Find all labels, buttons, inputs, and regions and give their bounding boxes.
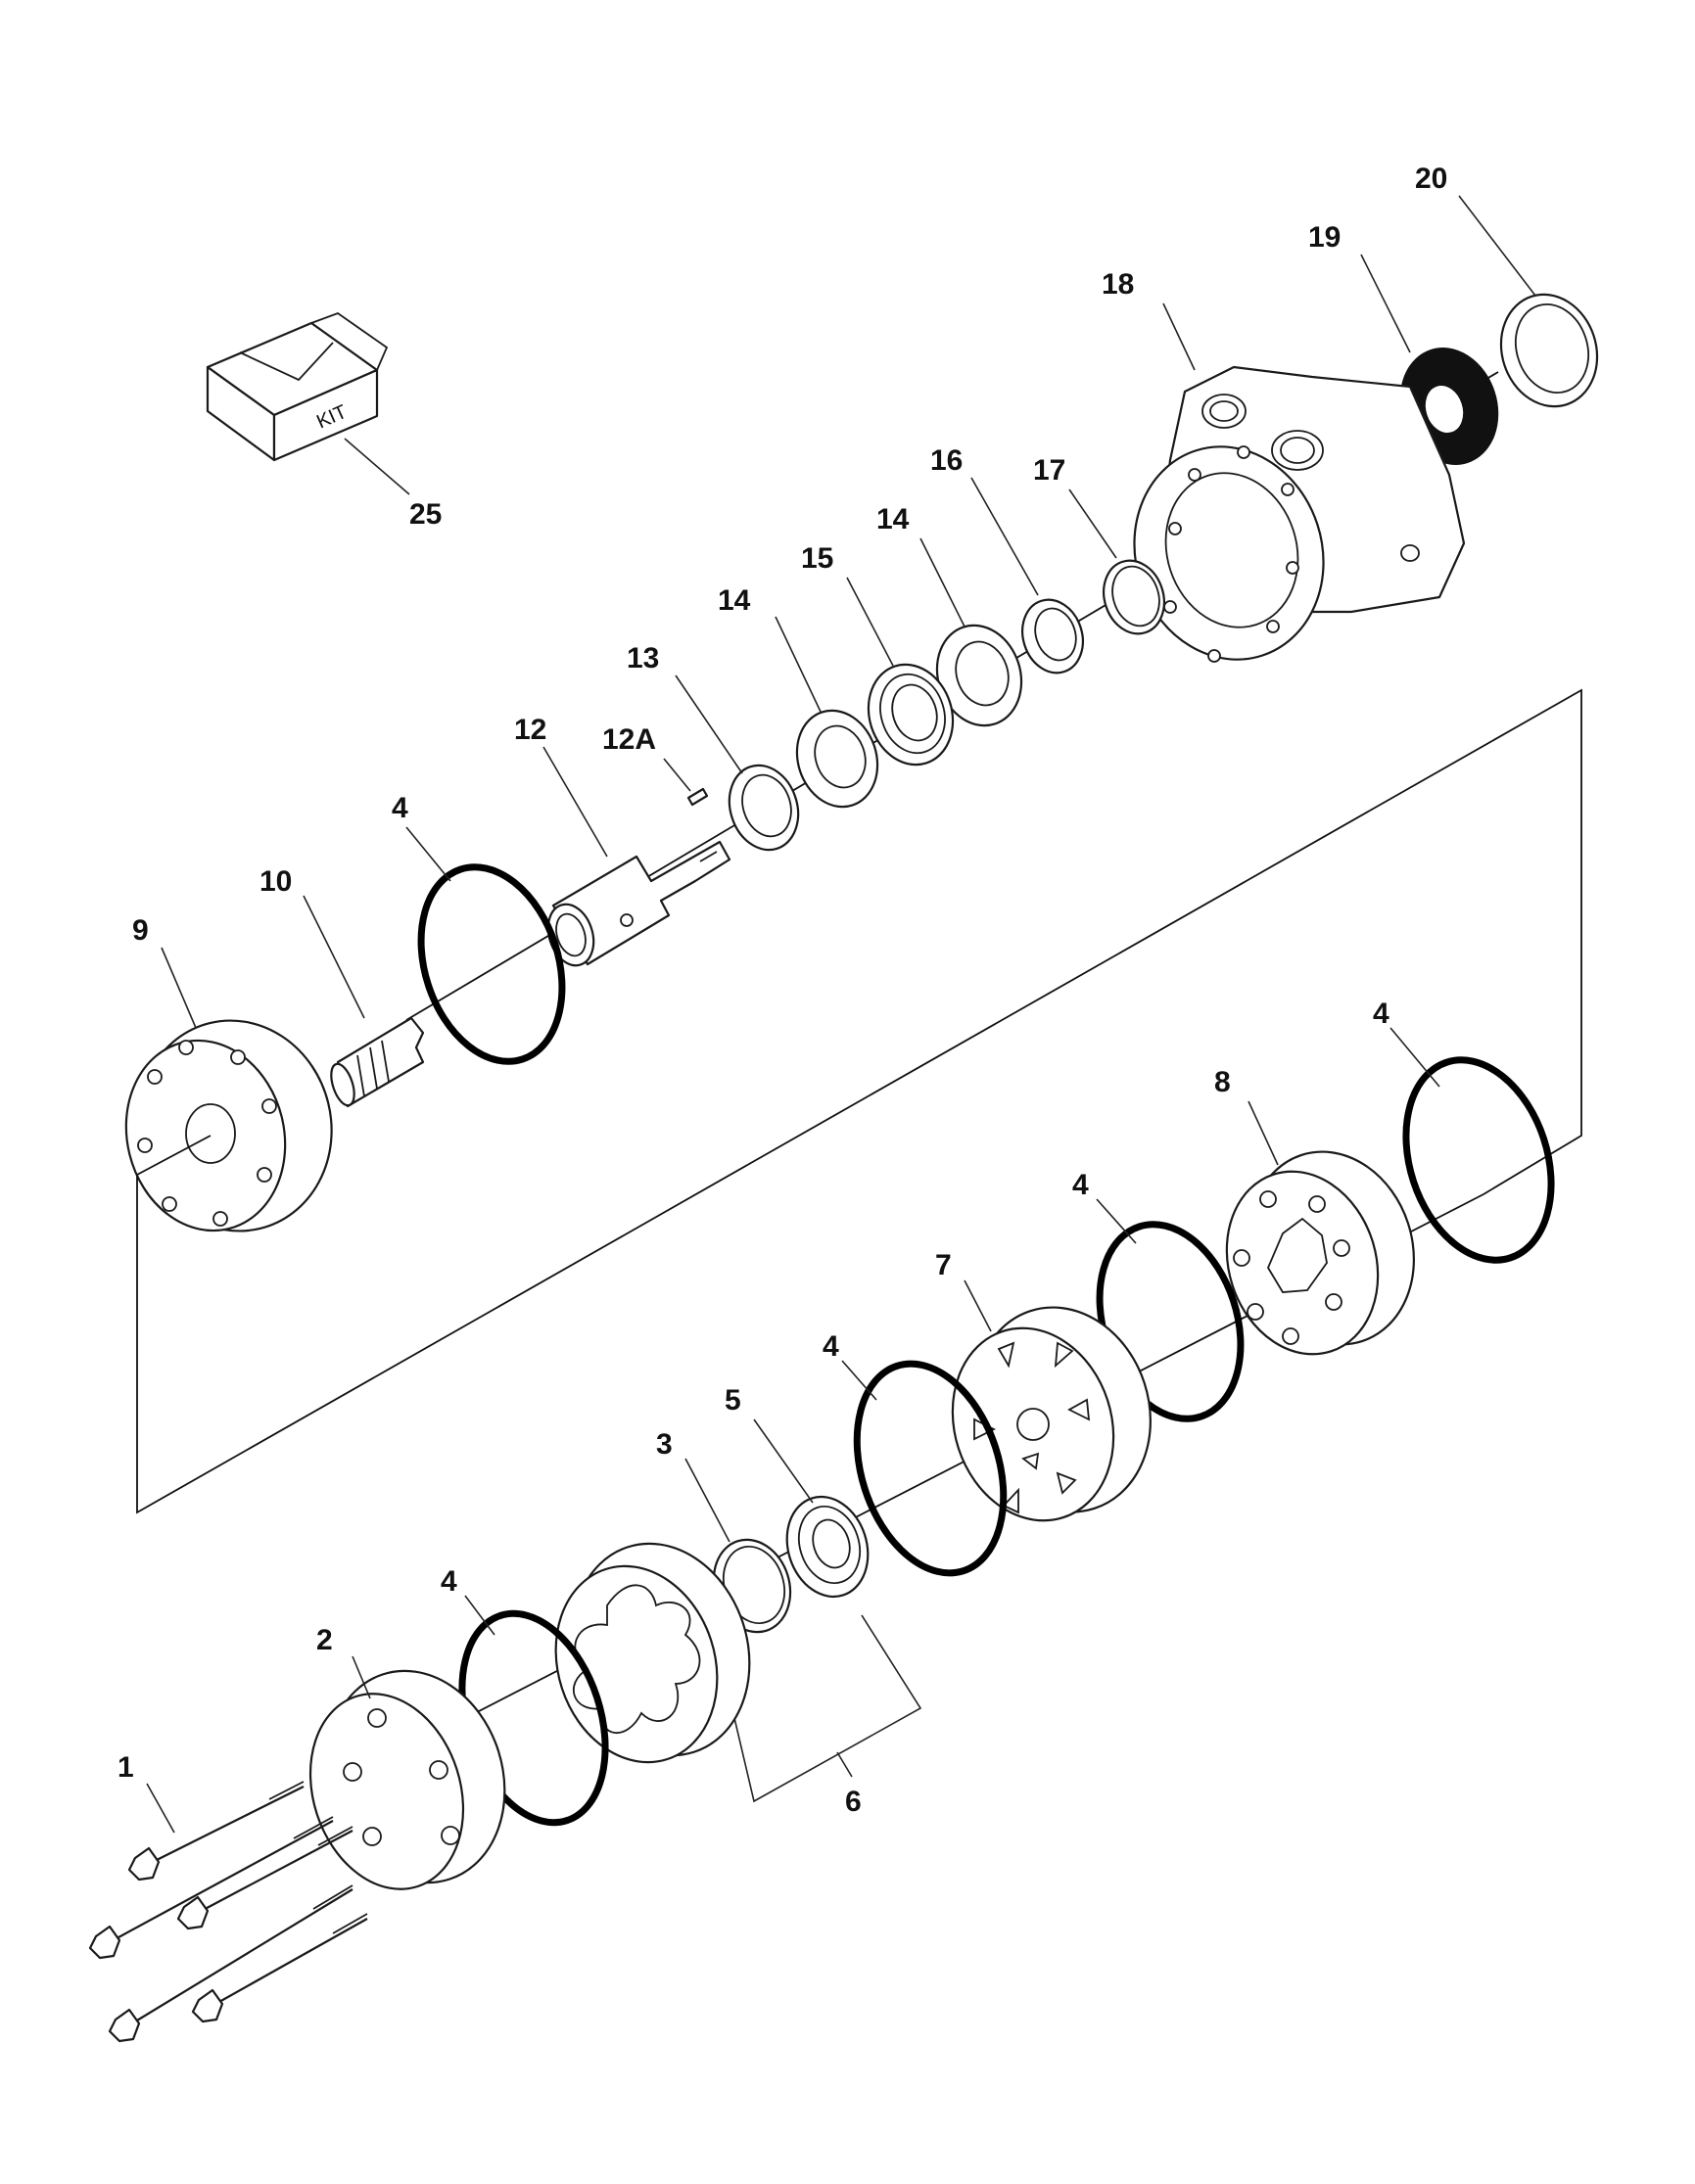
- callout-25: 25: [409, 498, 442, 531]
- part-5-seal: [785, 1495, 870, 1599]
- callout-5: 5: [725, 1384, 741, 1417]
- callout-1: 1: [118, 1751, 134, 1784]
- part-18-housing: [1133, 365, 1466, 663]
- callout-4-right: 4: [1373, 998, 1389, 1030]
- callout-17: 17: [1033, 454, 1065, 487]
- callout-3: 3: [656, 1428, 673, 1461]
- kit-box: KIT: [206, 311, 389, 462]
- part-14-washer-lower: [795, 709, 879, 809]
- part-12-drive-shaft: [546, 840, 731, 967]
- part-17-snap-ring: [1103, 559, 1165, 635]
- callout-14-lower: 14: [718, 584, 751, 617]
- part-9-flange: [124, 1019, 333, 1232]
- callout-14-upper: 14: [876, 503, 910, 535]
- callout-4-mid-right: 4: [1072, 1169, 1089, 1201]
- part-2-end-cap: [308, 1669, 506, 1890]
- part-1-bolts: [88, 1781, 368, 2043]
- part-6-gerotor: [554, 1542, 751, 1764]
- callout-8: 8: [1214, 1066, 1231, 1098]
- callout-13: 13: [627, 642, 659, 674]
- callout-18: 18: [1102, 268, 1134, 301]
- part-4-oring-upper: [417, 863, 566, 1065]
- callout-4-upper: 4: [392, 792, 408, 824]
- callout-4-mid: 4: [823, 1330, 839, 1363]
- callout-20: 20: [1415, 163, 1447, 195]
- part-13-bushing: [728, 764, 800, 852]
- part-15-thrust-bearing: [867, 663, 955, 767]
- callout-4-lower: 4: [441, 1565, 457, 1598]
- callout-15: 15: [801, 542, 833, 575]
- part-7-valve-plate: [951, 1306, 1152, 1522]
- callout-12: 12: [514, 714, 546, 746]
- part-12a-key: [686, 787, 709, 807]
- part-14-washer-upper: [935, 624, 1023, 727]
- callout-12a: 12A: [602, 723, 656, 756]
- callout-7: 7: [935, 1249, 952, 1281]
- callout-16: 16: [930, 444, 963, 477]
- callout-2: 2: [316, 1624, 333, 1656]
- callout-9: 9: [132, 914, 149, 947]
- part-16-bushing: [1021, 598, 1084, 674]
- callout-10: 10: [259, 865, 292, 898]
- part-4-oring-mid: [853, 1360, 1008, 1577]
- callout-6: 6: [845, 1786, 862, 1818]
- callout-19: 19: [1308, 221, 1341, 254]
- part-20-ring: [1499, 293, 1599, 408]
- part-8-geroler: [1225, 1150, 1415, 1356]
- part-4-oring-right: [1402, 1056, 1555, 1264]
- part-10-splined-shaft: [330, 1016, 425, 1108]
